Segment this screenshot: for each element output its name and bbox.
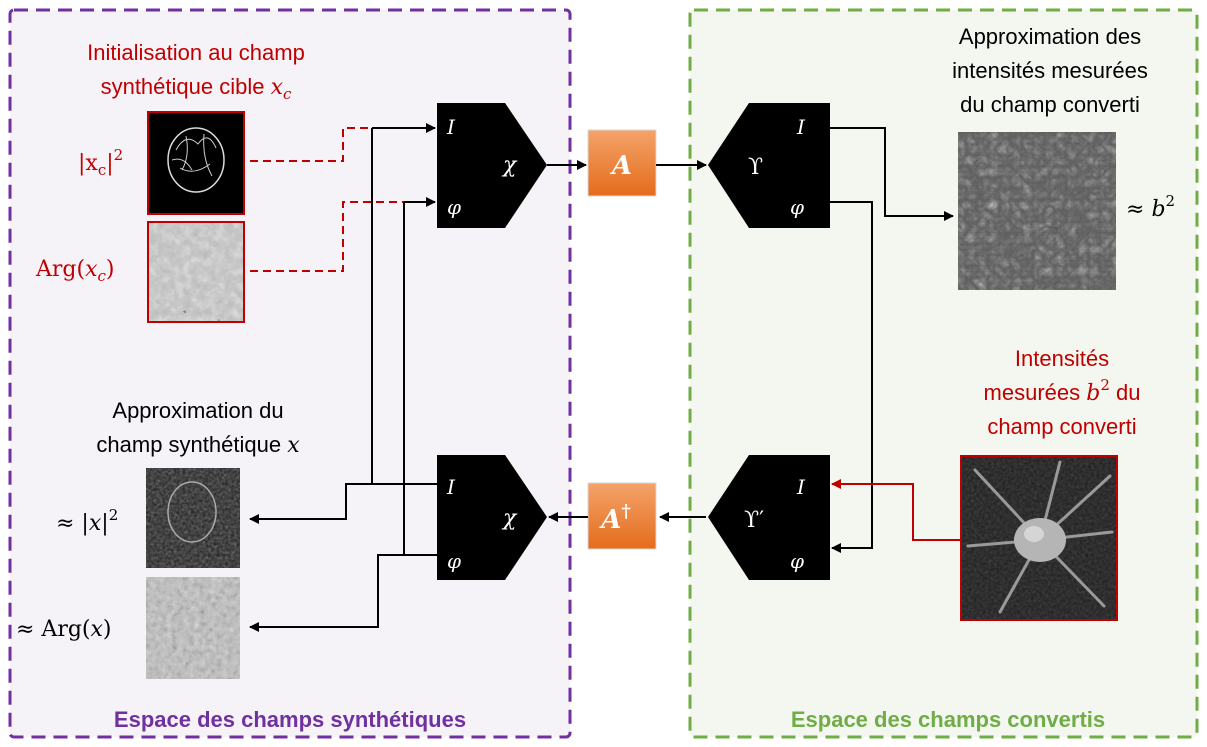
- chi-block-top: I φ χ: [437, 103, 547, 228]
- init-title-line1: Initialisation au champ: [87, 40, 305, 65]
- operator-a-dagger-box: A†: [587, 482, 657, 550]
- chi-bottom-input-i: I: [446, 475, 456, 499]
- approx-synthetic-title-line2: champ synthétique x: [96, 432, 300, 458]
- upsilon-bottom-output-i: I: [796, 475, 806, 499]
- output-phase-image: [146, 577, 240, 679]
- signal-lines: [249, 123, 954, 632]
- approx-converted-line2: intensités mesurées: [952, 58, 1148, 83]
- chi-bottom-input-phi: φ: [447, 549, 461, 573]
- input-magnitude-image: [147, 111, 245, 215]
- init-phase-connector: [250, 201, 404, 272]
- converted-approx-symbol: ≈ b2: [1126, 192, 1175, 222]
- approx-converted-line1: Approximation des: [959, 24, 1141, 49]
- chi-block-bottom: I φ χ: [437, 455, 547, 580]
- approx-synthetic-title-line1: Approximation du: [112, 398, 283, 423]
- chi-top-input-phi: φ: [447, 195, 461, 219]
- output-phase-label: ≈ Arg(x): [16, 617, 112, 642]
- chi-top-input-i: I: [446, 115, 456, 139]
- measured-neuron-image: [960, 455, 1118, 621]
- operator-a-dagger-symbol: A†: [598, 501, 631, 535]
- init-magnitude-connector: [250, 127, 372, 162]
- measured-intensity-connector: [831, 479, 961, 541]
- upsilon-top-output-phi: φ: [790, 195, 804, 219]
- upsilon-top-symbol: ϒ: [748, 155, 763, 180]
- input-magnitude-label: |xc|2: [78, 146, 123, 179]
- upsilon-top-output-i: I: [796, 115, 806, 139]
- upsilon-block-bottom: I φ ϒ′: [708, 455, 830, 580]
- synthetic-space-label: Espace des champs synthétiques: [114, 707, 466, 732]
- input-phase-image: [147, 221, 245, 323]
- output-magnitude-image: [146, 468, 240, 568]
- measured-line3: champ converti: [987, 414, 1136, 439]
- init-title-line2: synthétique cible xc: [101, 74, 292, 103]
- output-magnitude-label: ≈ |x|2: [56, 506, 118, 536]
- converted-approx-image: [958, 132, 1116, 290]
- measured-line2: mesurées b2 du: [984, 376, 1141, 406]
- chi-bottom-symbol: χ: [501, 506, 518, 531]
- upsilon-bottom-symbol: ϒ′: [744, 508, 764, 533]
- operator-a-box: A: [587, 129, 657, 197]
- upsilon-bottom-output-phi: φ: [790, 549, 804, 573]
- input-phase-label: Arg(xc): [35, 257, 115, 285]
- converted-space-label: Espace des champs convertis: [791, 707, 1105, 732]
- upsilon-block-top: I φ ϒ: [708, 103, 830, 228]
- approx-converted-line3: du champ converti: [960, 92, 1140, 117]
- measured-line1: Intensités: [1015, 346, 1109, 371]
- chi-top-symbol: χ: [501, 153, 518, 178]
- operator-a-symbol: A: [609, 151, 632, 181]
